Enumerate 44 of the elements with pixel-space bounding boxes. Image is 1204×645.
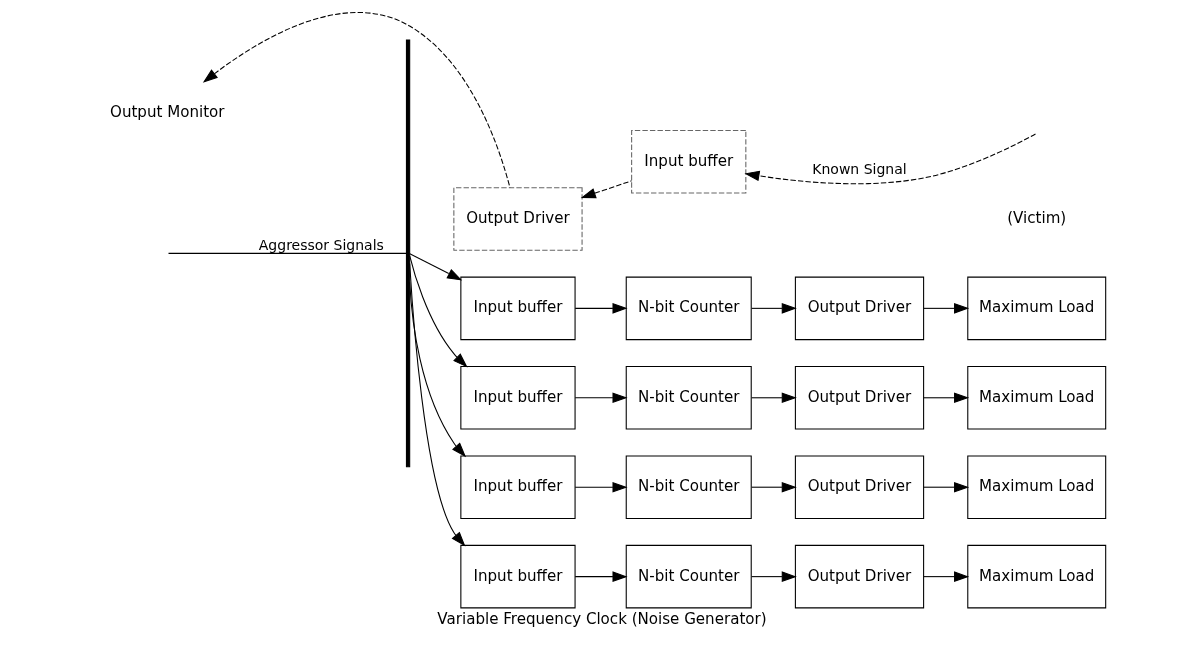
node-box: Input buffer bbox=[460, 455, 576, 519]
arrow bbox=[574, 571, 628, 582]
node-box: Input buffer bbox=[460, 276, 576, 341]
node-box: N-bit Counter bbox=[625, 276, 752, 341]
node-box: Output Driver bbox=[794, 544, 925, 609]
node-box: Input buffer bbox=[631, 130, 747, 194]
arrow bbox=[751, 392, 797, 404]
label: (Victim) bbox=[1007, 208, 1067, 227]
arrow bbox=[744, 133, 1037, 185]
arrow bbox=[409, 281, 467, 458]
node-text: Output Monitor bbox=[110, 103, 225, 122]
node-box: Maximum Load bbox=[967, 276, 1107, 341]
arrow bbox=[574, 481, 628, 493]
node-box: Input buffer bbox=[460, 544, 576, 609]
node-box: Output Driver bbox=[794, 276, 925, 341]
arrow bbox=[409, 262, 466, 547]
arrow bbox=[923, 571, 970, 582]
node-box: Maximum Load bbox=[967, 455, 1107, 519]
node-box: Output Driver bbox=[453, 187, 583, 251]
edge-label: Aggressor Signals bbox=[258, 236, 384, 253]
arrow bbox=[409, 255, 468, 368]
node-bar bbox=[405, 39, 411, 468]
arrow bbox=[751, 303, 797, 314]
edge-label: Known Signal bbox=[812, 161, 907, 178]
arrow bbox=[409, 253, 463, 281]
caption: Variable Frequency Clock (Noise Generator) bbox=[437, 610, 767, 629]
arrow bbox=[751, 571, 797, 582]
node-box: N-bit Counter bbox=[625, 366, 752, 430]
arrow bbox=[580, 180, 633, 199]
node-box: Output Driver bbox=[794, 366, 925, 430]
node-box: Maximum Load bbox=[967, 544, 1107, 609]
node-box: N-bit Counter bbox=[625, 455, 752, 519]
node-box: Maximum Load bbox=[967, 366, 1107, 430]
node-box: Input buffer bbox=[460, 366, 576, 430]
arrow bbox=[574, 303, 628, 314]
connector bbox=[167, 252, 407, 254]
node-box: N-bit Counter bbox=[625, 544, 752, 609]
arrow bbox=[923, 481, 970, 493]
arrow bbox=[574, 392, 628, 404]
arrow bbox=[923, 392, 970, 404]
arrow bbox=[751, 481, 797, 493]
arrow bbox=[202, 11, 511, 189]
arrow bbox=[923, 303, 970, 314]
node-box: Output Driver bbox=[794, 455, 925, 519]
